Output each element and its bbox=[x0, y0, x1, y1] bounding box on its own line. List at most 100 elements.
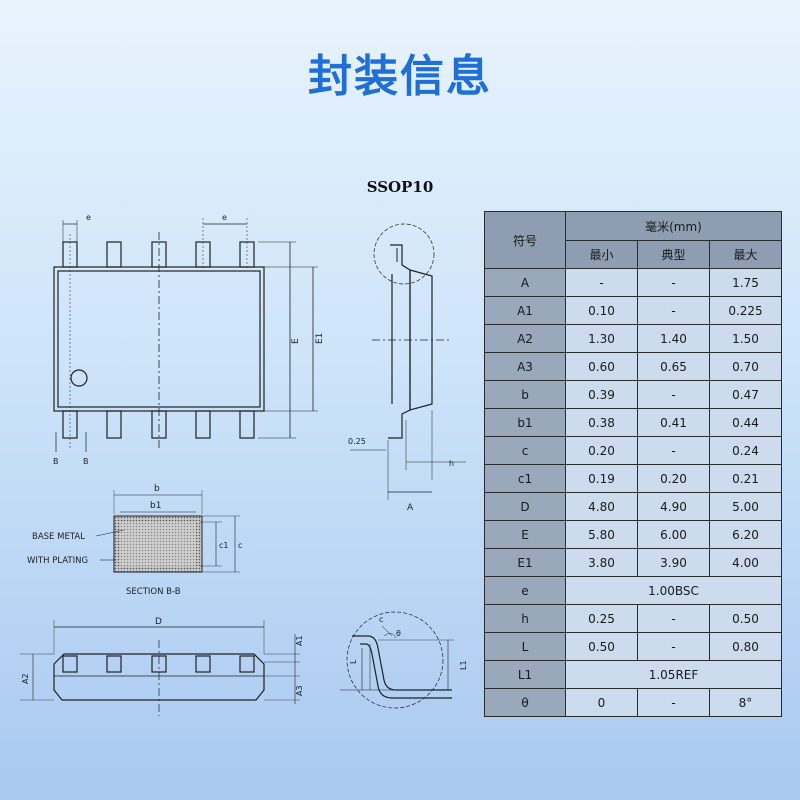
cell-min: 0.25 bbox=[565, 604, 638, 633]
cell-max: 4.00 bbox=[709, 548, 782, 577]
header-typ: 典型 bbox=[637, 240, 710, 269]
cell-min: 0.19 bbox=[565, 464, 638, 493]
side-A-label: A bbox=[407, 503, 414, 513]
cell-symbol: D bbox=[484, 492, 566, 521]
cell-max: 6.20 bbox=[709, 520, 782, 549]
cell-typ: 0.65 bbox=[637, 352, 710, 381]
cell-typ: - bbox=[637, 604, 710, 633]
front-D-label: D bbox=[155, 617, 162, 627]
front-A2-label: A2 bbox=[21, 673, 30, 684]
sec-b1-label: b1 bbox=[150, 501, 161, 511]
cell-max: 0.21 bbox=[709, 464, 782, 493]
cell-symbol: E1 bbox=[484, 548, 566, 577]
detail-L-label: L bbox=[349, 659, 358, 664]
front-pin bbox=[239, 655, 255, 673]
cell-symbol: h bbox=[484, 604, 566, 633]
bottom-pin bbox=[239, 410, 255, 439]
cell-max: 0.225 bbox=[709, 296, 782, 325]
cell-min: 0.50 bbox=[565, 632, 638, 661]
cell-max: 0.80 bbox=[709, 632, 782, 661]
table-row: c 0.20 - 0.24 bbox=[484, 436, 782, 465]
cell-max: 0.70 bbox=[709, 352, 782, 381]
base-metal-label: BASE METAL bbox=[32, 532, 85, 542]
top-view bbox=[53, 218, 318, 452]
header-symbol: 符号 bbox=[484, 211, 566, 269]
cell-symbol: L1 bbox=[484, 660, 566, 689]
top-E-label: E bbox=[291, 338, 301, 344]
cell-min: 0.60 bbox=[565, 352, 638, 381]
dimension-table: 符号 毫米(mm) 最小 典型 最大 A - - 1.75 A1 0.10 - … bbox=[484, 211, 782, 717]
cell-symbol: E bbox=[484, 520, 566, 549]
table-row: e 1.00BSC bbox=[484, 576, 782, 605]
table-row: L 0.50 - 0.80 bbox=[484, 632, 782, 661]
cell-min: 0.20 bbox=[565, 436, 638, 465]
cell-merged-value: 1.00BSC bbox=[565, 576, 782, 605]
side-025-label: 0.25 bbox=[348, 437, 366, 446]
table-row: D 4.80 4.90 5.00 bbox=[484, 492, 782, 521]
cell-min: - bbox=[565, 268, 638, 297]
cell-min: 5.80 bbox=[565, 520, 638, 549]
top-E1-label: E1 bbox=[315, 333, 325, 344]
detail-theta-label: θ bbox=[396, 629, 401, 638]
bottom-pin bbox=[195, 410, 211, 439]
table-row: c1 0.19 0.20 0.21 bbox=[484, 464, 782, 493]
cell-symbol: c1 bbox=[484, 464, 566, 493]
cell-max: 8° bbox=[709, 688, 782, 717]
cell-merged-value: 1.05REF bbox=[565, 660, 782, 689]
cell-typ: - bbox=[637, 436, 710, 465]
cell-typ: - bbox=[637, 380, 710, 409]
package-name: SSOP10 bbox=[366, 178, 434, 196]
cell-typ: 4.90 bbox=[637, 492, 710, 521]
cell-typ: 0.41 bbox=[637, 408, 710, 437]
cell-symbol: θ bbox=[484, 688, 566, 717]
cell-typ: - bbox=[637, 296, 710, 325]
cell-symbol: A2 bbox=[484, 324, 566, 353]
table-row: b 0.39 - 0.47 bbox=[484, 380, 782, 409]
top-B-right-label: B bbox=[83, 457, 89, 466]
side-h-label: h bbox=[449, 459, 454, 468]
top-pin bbox=[106, 241, 122, 268]
sec-c-label: c bbox=[238, 541, 242, 550]
with-plating-label: WITH PLATING bbox=[27, 556, 88, 566]
cell-min: 0.10 bbox=[565, 296, 638, 325]
cell-min: 0.39 bbox=[565, 380, 638, 409]
page-title: 封装信息 bbox=[308, 51, 492, 102]
table-row: θ 0 - 8° bbox=[484, 688, 782, 717]
detail-c-label: c bbox=[379, 615, 383, 624]
cell-typ: 1.40 bbox=[637, 324, 710, 353]
sec-b-label: b bbox=[154, 484, 160, 494]
cell-symbol: A3 bbox=[484, 352, 566, 381]
cell-typ: - bbox=[637, 688, 710, 717]
table-row: A - - 1.75 bbox=[484, 268, 782, 297]
front-view bbox=[20, 620, 300, 716]
cell-min: 1.30 bbox=[565, 324, 638, 353]
header-min: 最小 bbox=[565, 240, 638, 269]
top-B-left-label: B bbox=[53, 457, 59, 466]
cell-max: 1.50 bbox=[709, 324, 782, 353]
cell-typ: - bbox=[637, 632, 710, 661]
table-row: L1 1.05REF bbox=[484, 660, 782, 689]
cell-typ: 3.90 bbox=[637, 548, 710, 577]
front-pin bbox=[62, 655, 78, 673]
cell-symbol: b bbox=[484, 380, 566, 409]
cell-min: 4.80 bbox=[565, 492, 638, 521]
front-pin bbox=[106, 655, 122, 673]
cell-symbol: e bbox=[484, 576, 566, 605]
sec-c1-label: c1 bbox=[219, 541, 229, 550]
cell-max: 0.24 bbox=[709, 436, 782, 465]
table-row: b1 0.38 0.41 0.44 bbox=[484, 408, 782, 437]
pin1-marker bbox=[70, 369, 88, 387]
table-row: A3 0.60 0.65 0.70 bbox=[484, 352, 782, 381]
cell-symbol: A bbox=[484, 268, 566, 297]
side-view bbox=[350, 223, 466, 500]
cell-symbol: A1 bbox=[484, 296, 566, 325]
top-e-small-label: e bbox=[86, 213, 91, 222]
table-row: A1 0.10 - 0.225 bbox=[484, 296, 782, 325]
table-row: A2 1.30 1.40 1.50 bbox=[484, 324, 782, 353]
cell-symbol: b1 bbox=[484, 408, 566, 437]
header-max: 最大 bbox=[709, 240, 782, 269]
bottom-pin bbox=[106, 410, 122, 439]
cell-min: 0 bbox=[565, 688, 638, 717]
cell-typ: 6.00 bbox=[637, 520, 710, 549]
